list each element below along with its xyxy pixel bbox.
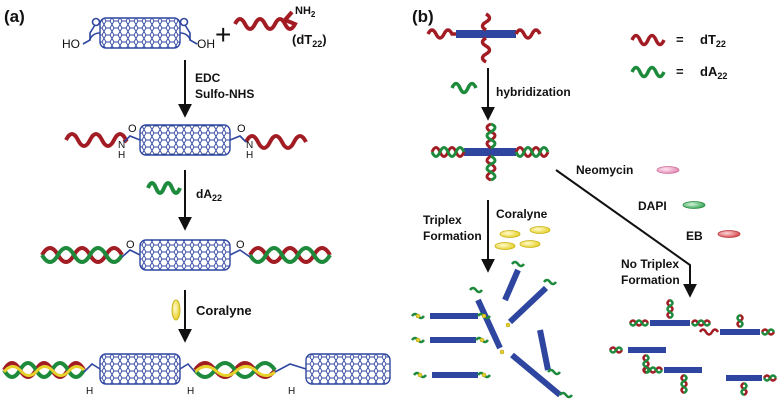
amide-o-left-row3: O bbox=[126, 239, 135, 251]
amide-n-left: N bbox=[118, 140, 125, 151]
plus-sign: + bbox=[215, 19, 231, 50]
amide-h-left: H bbox=[118, 150, 125, 161]
legend-dT-icon bbox=[630, 33, 666, 47]
cooh-right-label: OH bbox=[197, 37, 215, 51]
legend-dA-label: dA22 bbox=[700, 64, 727, 81]
legend-dA-icon bbox=[630, 65, 666, 79]
triplex-line1: Triplex bbox=[423, 213, 462, 227]
cross-duplex bbox=[430, 122, 550, 182]
row3-cnt-duplex-conjugate: O O bbox=[40, 239, 332, 271]
carboxylated-nanotube bbox=[82, 17, 198, 49]
cooh-left-label: HO bbox=[62, 37, 80, 51]
panel-a: (a) HO OH + NH2 (dT22) EDC Sulfo-NHS bbox=[2, 5, 391, 397]
panel-b: (b) = dT22 = dA22 hybridization bbox=[411, 7, 777, 399]
amide-h-row4-b: H bbox=[187, 386, 194, 397]
amide-h-row4-c: H bbox=[288, 386, 295, 397]
neomycin-label: Neomycin bbox=[576, 163, 633, 177]
legend: = dT22 = dA22 bbox=[630, 32, 727, 81]
reagent-sulfo-nhs-label: Sulfo-NHS bbox=[195, 87, 254, 101]
neomycin-icon bbox=[656, 166, 680, 174]
hybridization-dA-icon bbox=[450, 81, 478, 95]
panel-a-label: (a) bbox=[4, 7, 25, 26]
amino-dT22-strand bbox=[233, 10, 298, 31]
dapi-icon bbox=[682, 201, 706, 209]
amide-h-right: H bbox=[246, 150, 253, 161]
hybridization-label: hybridization bbox=[496, 85, 571, 99]
cross-single-strand bbox=[426, 12, 542, 64]
dT22-label: (dT22) bbox=[292, 32, 327, 49]
amide-o-right: O bbox=[237, 123, 246, 135]
amide-o-right-row3: O bbox=[236, 239, 245, 251]
coralyne-label-b: Coralyne bbox=[496, 207, 548, 221]
amide-o-left: O bbox=[128, 123, 137, 135]
dA22-label: dA22 bbox=[196, 187, 222, 203]
reagent-edc-label: EDC bbox=[195, 71, 221, 85]
arrow-no-triplex bbox=[555, 169, 697, 298]
amine-label: NH2 bbox=[295, 5, 316, 19]
panel-b-label: (b) bbox=[412, 7, 434, 26]
coralyne-molecules bbox=[494, 226, 551, 250]
no-triplex-network bbox=[608, 298, 777, 397]
legend-dT-label: dT22 bbox=[700, 32, 726, 49]
legend-dA-eq: = bbox=[676, 64, 684, 79]
dapi-label: DAPI bbox=[638, 199, 667, 213]
triplex-network bbox=[411, 260, 573, 399]
amide-n-right: N bbox=[246, 140, 253, 151]
legend-dT-eq: = bbox=[676, 32, 684, 47]
amide-h-row4-a: H bbox=[86, 386, 93, 397]
row2-cnt-dT22-conjugate: O O H N H N bbox=[64, 123, 308, 161]
eb-label: EB bbox=[686, 229, 703, 243]
coralyne-icon bbox=[171, 299, 181, 321]
triplex-line2: Formation bbox=[423, 229, 482, 243]
coralyne-label-a: Coralyne bbox=[196, 303, 252, 318]
dA22-strand-icon bbox=[146, 181, 182, 195]
eb-icon bbox=[717, 230, 741, 238]
row1-cnt-cooh: HO OH + NH2 (dT22) bbox=[62, 5, 327, 51]
no-triplex-line2: Formation bbox=[621, 273, 680, 287]
no-triplex-line1: No Triplex bbox=[621, 257, 679, 271]
row4-triplex-chain: H H H bbox=[2, 353, 391, 397]
